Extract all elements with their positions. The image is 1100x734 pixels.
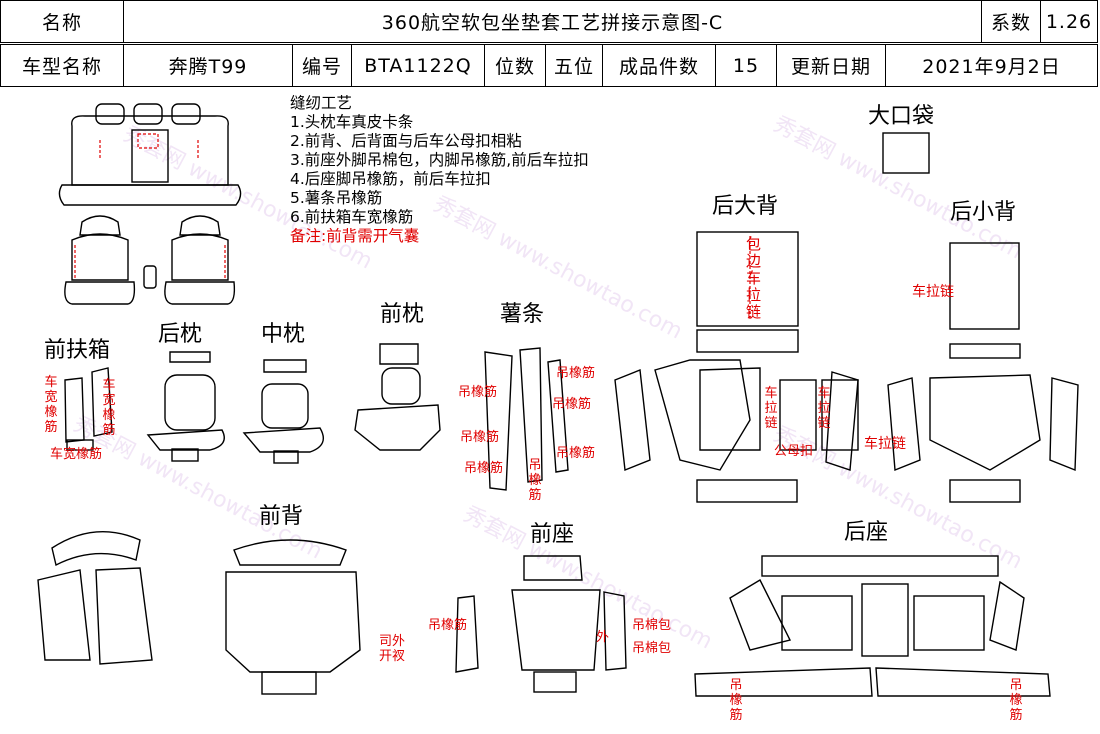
label-fries: 薯条: [500, 302, 545, 327]
front-seat-pieces: [455, 555, 627, 693]
rear-pillow-pieces: [146, 351, 225, 462]
seats-label: 位数: [484, 44, 546, 87]
date-value: 2021年9月2日: [885, 44, 1098, 87]
stitch-marks: [74, 133, 751, 320]
diagram-title: 360航空软包坐垫套工艺拼接示意图-C: [123, 0, 982, 43]
fries-pieces: [484, 347, 569, 491]
notes-heading: 缝纫工艺: [290, 94, 353, 112]
label-rear-seat: 后座: [844, 520, 889, 545]
label-front-seat: 前座: [530, 522, 575, 547]
note-item: 2.前背、后背面与后车公母扣相粘: [290, 132, 522, 150]
note-item: 6.前扶箱车宽橡筋: [290, 208, 414, 226]
annotation-elastic: 吊橡筋: [552, 397, 592, 412]
annotation-wide-elastic: 车宽橡筋: [50, 447, 103, 462]
label-rear-small-back: 后小背: [950, 200, 1017, 225]
rear-big-back-pieces: [614, 231, 859, 503]
annotation-elastic: 吊橡筋: [528, 458, 542, 503]
annotation-elastic: 吊橡筋: [1009, 678, 1023, 723]
annotation-elastic: 吊橡筋: [464, 461, 504, 476]
rear-small-back-pieces: [887, 242, 1079, 503]
coef-value: 1.26: [1040, 0, 1098, 43]
code-value: BTA1122Q: [351, 44, 485, 87]
header-table: 名称 360航空软包坐垫套工艺拼接示意图-C 系数 1.26: [0, 0, 1098, 43]
note-remark: 备注:前背需开气囊: [290, 227, 420, 245]
annotation-cotton-bag: 吊棉包: [632, 618, 672, 633]
big-pocket-shape: [882, 132, 930, 174]
code-label: 编号: [292, 44, 352, 87]
front-pillow-pieces: [354, 343, 441, 451]
note-item: 5.薯条吊橡筋: [290, 189, 383, 207]
label-rear-pillow: 后枕: [158, 322, 203, 347]
seats-value: 五位: [545, 44, 603, 87]
annotation-elastic: 吊橡筋: [556, 446, 596, 461]
annotation-elastic: 吊橡筋: [460, 430, 500, 445]
note-item: 3.前座外脚吊棉包，内脚吊橡筋,前后车拉扣: [290, 151, 589, 169]
rear-seat-pieces: [694, 555, 1051, 697]
date-label: 更新日期: [776, 44, 886, 87]
front-seat-overview-left: [64, 215, 136, 305]
annotation-wide-elastic: 车宽橡筋: [102, 378, 116, 438]
note-item: 1.头枕车真皮卡条: [290, 113, 414, 131]
label-rear-big-back: 后大背: [712, 194, 779, 219]
rear-seat-overview: [58, 103, 242, 206]
annotation-wide-elastic: 车宽橡筋: [44, 375, 58, 435]
annotation-airbag-split: 司外开衩: [378, 634, 405, 664]
annotation-male-female: 公母扣: [774, 444, 814, 459]
annotation-zipper: 车拉链: [912, 284, 954, 300]
annotation-binding-zipper: 包边车拉链: [746, 235, 762, 321]
annotation-elastic: 吊橡筋: [729, 678, 743, 723]
front-seat-overview-right: [164, 215, 236, 305]
mid-pillow-pieces: [242, 359, 324, 464]
front-back-pieces: [37, 530, 361, 695]
pieces-label: 成品件数: [602, 44, 716, 87]
annotation-cotton-bag: 吊棉包: [632, 641, 672, 656]
label-front-armrest: 前扶箱: [44, 338, 111, 363]
annotation-zipper: 车拉链: [864, 436, 906, 452]
front-armrest-pieces: [64, 367, 113, 451]
annotation-elastic: 吊橡筋: [556, 366, 596, 381]
label-big-pocket: 大口袋: [868, 104, 935, 129]
note-item: 4.后座脚吊橡筋，前后车拉扣: [290, 170, 491, 188]
header-row2: 车型名称 奔腾T99 编号 BTA1122Q 位数 五位 成品件数 15 更新日…: [0, 44, 1098, 87]
annotation-zipper: 车拉链: [764, 386, 778, 431]
name-label: 名称: [0, 0, 124, 43]
label-front-pillow: 前枕: [380, 302, 425, 327]
annotation-zipper: 车拉链: [817, 386, 831, 431]
label-front-back: 前背: [259, 504, 304, 529]
pieces-value: 15: [715, 44, 777, 87]
label-mid-pillow: 中枕: [261, 322, 306, 347]
annotation-elastic: 吊橡筋: [458, 385, 498, 400]
annotation-outer: 外: [596, 630, 610, 645]
armrest-overview: [143, 265, 157, 289]
sewing-notes: 缝纫工艺 1.头枕车真皮卡条 2.前背、后背面与后车公母扣相粘 3.前座外脚吊棉…: [290, 94, 589, 246]
annotation-elastic: 吊橡筋: [428, 618, 468, 633]
